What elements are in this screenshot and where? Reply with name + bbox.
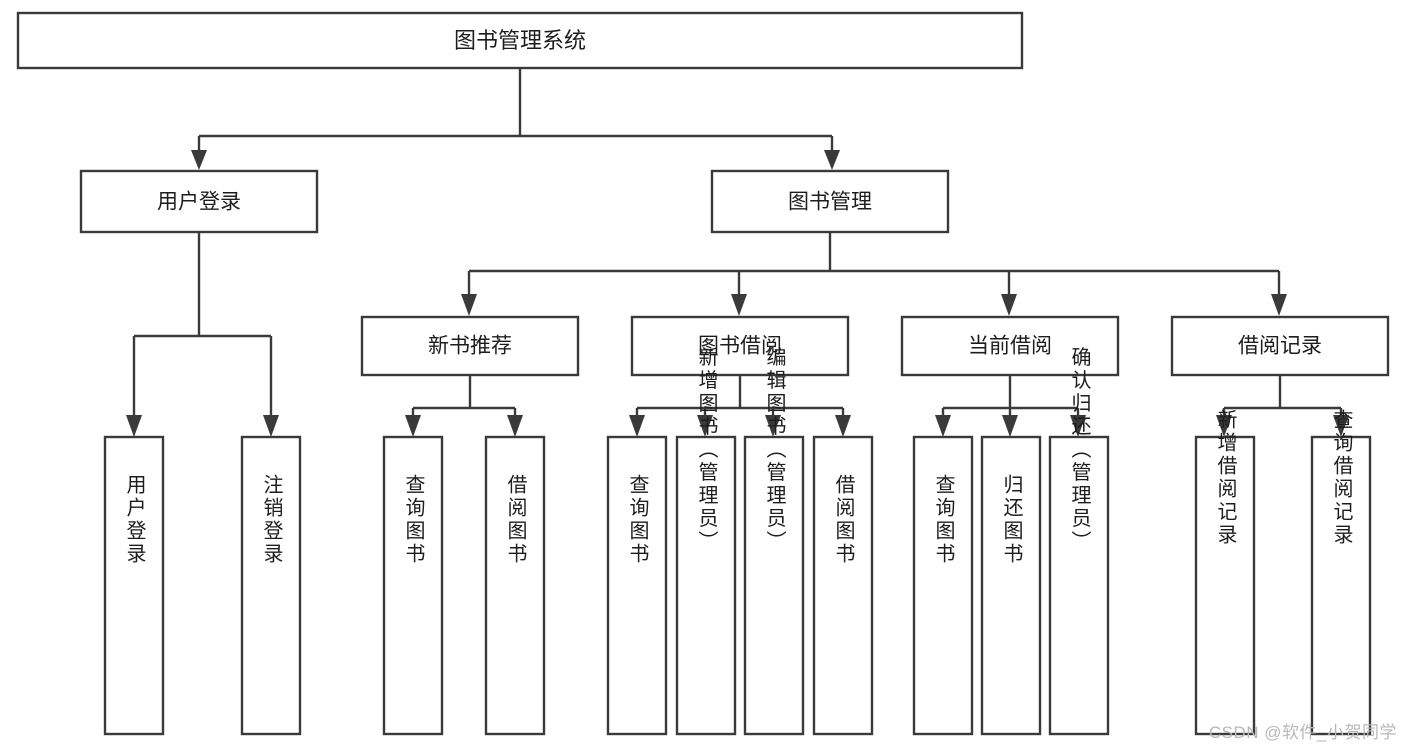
arrow-head-user-login	[191, 150, 207, 170]
connectors-user-login-to-leaves	[126, 232, 279, 437]
leaf-new-book-1-label: 借阅图书	[504, 474, 527, 566]
node-book-borrow-box[interactable]	[630, 315, 850, 377]
leaf-new-book-1-box[interactable]	[484, 435, 546, 736]
node-user-login[interactable]: 用户登录	[79, 169, 319, 234]
node-root-system-box[interactable]	[16, 11, 1024, 70]
leaf-current-borrow-1[interactable]: 归还图书	[980, 435, 1042, 736]
leaf-user-login-1-label: 注销登录	[260, 474, 283, 566]
leaf-current-borrow-0-label: 查询图书	[932, 474, 955, 566]
arrow-head-user-login-leaf1	[126, 415, 142, 437]
connectors-root-to-level2	[191, 68, 840, 170]
node-book-manage-label: 图书管理	[788, 191, 872, 214]
leaf-new-book-0[interactable]: 查询图书	[382, 435, 444, 736]
leaf-borrow-record-1[interactable]: 查询借阅记录	[1310, 409, 1372, 736]
connectors-book-borrow-to-leaves	[629, 375, 851, 437]
leaf-new-book-0-box[interactable]	[382, 435, 444, 736]
arrow-head-book-borrow	[731, 294, 747, 316]
leaf-current-borrow-0-box[interactable]	[912, 435, 974, 736]
arrow-head-borrow-record-leaf1	[1216, 415, 1232, 437]
node-new-book-recommend-label: 新书推荐	[428, 335, 512, 358]
connectors-current-borrow-to-leaves	[935, 375, 1086, 437]
arrow-head-new-book-leaf2	[507, 415, 523, 437]
node-root-system[interactable]: 图书管理系统	[16, 11, 1024, 70]
arrow-head-user-login-leaf2	[263, 415, 279, 437]
leaf-current-borrow-1-box[interactable]	[980, 435, 1042, 736]
arrow-head-borrow-record-leaf2	[1333, 415, 1349, 437]
node-borrow-record-label: 借阅记录	[1238, 335, 1322, 358]
arrow-head-borrow-record	[1271, 294, 1287, 316]
leaf-current-borrow-0[interactable]: 查询图书	[912, 435, 974, 736]
node-new-book-recommend-box[interactable]	[360, 315, 580, 377]
leaf-book-borrow-1-label: 新增图书（管理员）	[695, 346, 718, 553]
arrow-head-book-borrow-leaf4	[835, 415, 851, 437]
node-user-login-box[interactable]	[79, 169, 319, 234]
arrow-head-book-borrow-leaf3	[765, 415, 781, 437]
leaf-borrow-record-0-label: 新增借阅记录	[1214, 409, 1237, 547]
connectors-new-book-to-leaves	[405, 375, 523, 437]
leaf-book-borrow-0[interactable]: 查询图书	[606, 435, 668, 736]
node-book-borrow-label: 图书借阅	[698, 335, 782, 358]
arrow-head-current-borrow-leaf2	[1002, 415, 1018, 437]
arrow-head-book-borrow-leaf2	[697, 415, 713, 437]
connectors-borrow-record-to-leaves	[1216, 375, 1349, 437]
node-new-book-recommend[interactable]: 新书推荐	[360, 315, 580, 377]
node-book-borrow[interactable]: 图书借阅	[630, 315, 850, 377]
node-book-manage[interactable]: 图书管理	[710, 169, 950, 234]
node-borrow-record-box[interactable]	[1170, 315, 1390, 377]
arrow-head-current-borrow-leaf3	[1070, 415, 1086, 437]
node-borrow-record[interactable]: 借阅记录	[1170, 315, 1390, 377]
node-current-borrow[interactable]: 当前借阅	[900, 315, 1120, 377]
leaf-current-borrow-2-label: 确认归还（管理员）	[1068, 346, 1091, 553]
leaf-user-login-0-box[interactable]	[103, 435, 165, 736]
leaf-borrow-record-0[interactable]: 新增借阅记录	[1194, 409, 1256, 736]
arrow-head-current-borrow-leaf1	[935, 415, 951, 437]
leaf-book-borrow-3-box[interactable]	[812, 435, 874, 736]
leaf-book-borrow-2[interactable]: 编辑图书（管理员）	[743, 346, 805, 736]
leaf-book-borrow-2-label: 编辑图书（管理员）	[763, 346, 786, 553]
leaf-book-borrow-1-box[interactable]	[675, 435, 737, 736]
leaf-new-book-0-label: 查询图书	[402, 474, 425, 566]
leaf-user-login-0[interactable]: 用户登录	[103, 435, 165, 736]
node-current-borrow-box[interactable]	[900, 315, 1120, 377]
node-root-system-label: 图书管理系统	[454, 28, 586, 53]
node-user-login-label: 用户登录	[157, 191, 241, 214]
leaf-book-borrow-0-label: 查询图书	[626, 474, 649, 566]
arrow-head-new-book	[461, 294, 477, 316]
leaf-book-borrow-1[interactable]: 新增图书（管理员）	[675, 346, 737, 736]
connectors-book-manage-to-level3	[461, 232, 1287, 316]
leaf-new-book-1[interactable]: 借阅图书	[484, 435, 546, 736]
leaf-current-borrow-1-label: 归还图书	[1000, 474, 1023, 566]
leaf-book-borrow-2-box[interactable]	[743, 435, 805, 736]
leaf-book-borrow-0-box[interactable]	[606, 435, 668, 736]
node-current-borrow-label: 当前借阅	[968, 335, 1052, 358]
leaf-book-borrow-3[interactable]: 借阅图书	[812, 435, 874, 736]
leaf-borrow-record-1-label: 查询借阅记录	[1330, 409, 1353, 547]
leaf-borrow-record-1-box[interactable]	[1310, 435, 1372, 736]
arrow-head-new-book-leaf1	[405, 415, 421, 437]
arrow-head-book-manage	[824, 150, 840, 170]
leaf-user-login-1-box[interactable]	[240, 435, 302, 736]
arrow-head-book-borrow-leaf1	[629, 415, 645, 437]
arrow-head-current-borrow	[1001, 294, 1017, 316]
leaf-user-login-0-label: 用户登录	[123, 474, 146, 566]
leaf-book-borrow-3-label: 借阅图书	[832, 474, 855, 566]
leaf-current-borrow-2-box[interactable]	[1048, 435, 1110, 736]
leaf-user-login-1[interactable]: 注销登录	[240, 435, 302, 736]
leaf-borrow-record-0-box[interactable]	[1194, 435, 1256, 736]
leaf-current-borrow-2[interactable]: 确认归还（管理员）	[1048, 346, 1110, 736]
